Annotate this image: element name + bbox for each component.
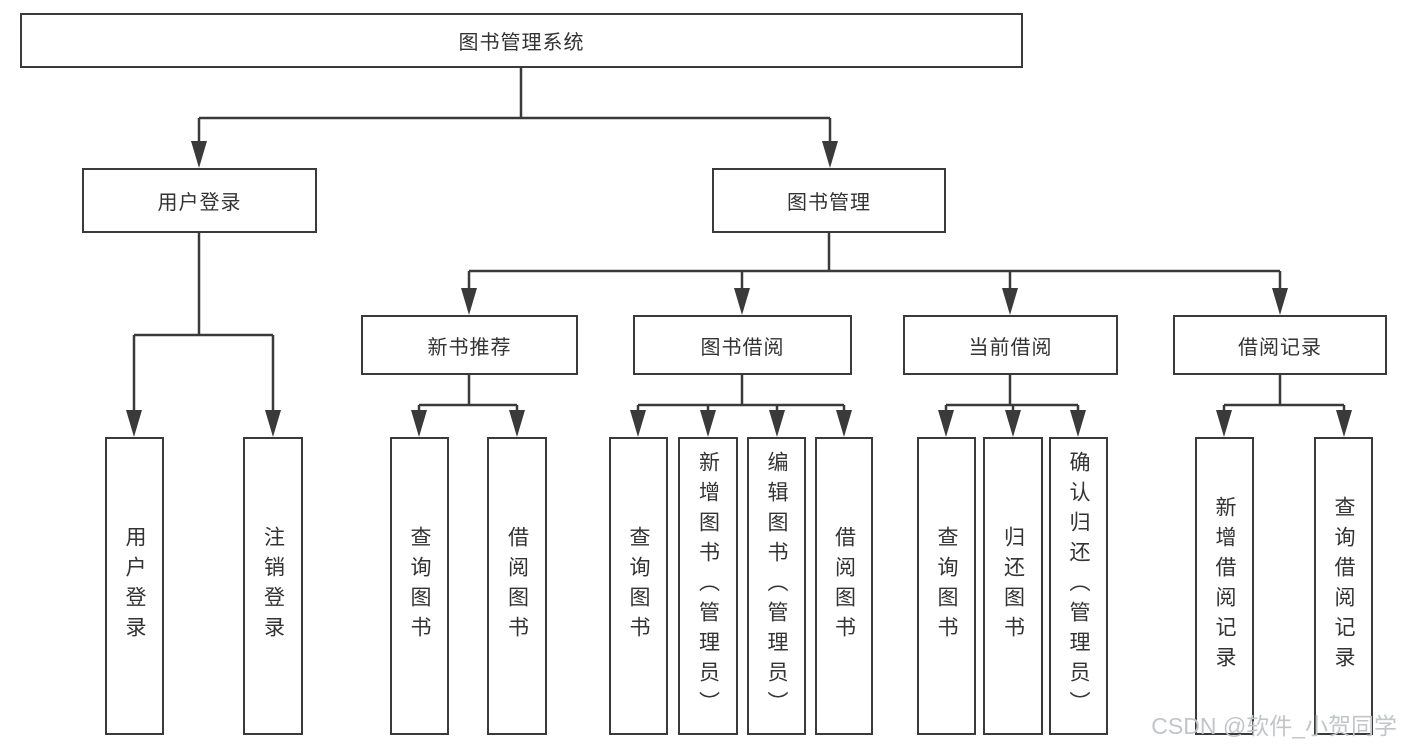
node-book-borrowing: 图书借阅: [633, 315, 852, 375]
node-label: 查询图书: [627, 526, 650, 646]
node-label: 注销登录: [261, 526, 285, 646]
csdn-watermark: CSDN @软件_小贺同学: [1151, 713, 1397, 739]
node-book-management: 图书管理: [712, 168, 946, 233]
node-label: 借阅记录: [1238, 336, 1322, 359]
leaf-user-login: 用户登录: [105, 437, 164, 735]
node-borrowing-records: 借阅记录: [1173, 315, 1387, 375]
leaf-add-borrow-record: 新增借阅记录: [1195, 437, 1254, 735]
connector-current-borrow-to-leaves: [938, 375, 1086, 437]
leaf-borrow-books-recommend: 借阅图书: [487, 437, 547, 735]
node-label: 用户登录: [123, 526, 146, 646]
leaf-edit-book-admin: 编辑图书（管理员）: [747, 437, 806, 735]
leaf-logout: 注销登录: [243, 437, 303, 735]
node-label: 新书推荐: [427, 336, 512, 359]
node-label: 查询图书: [408, 526, 431, 646]
node-label: 图书管理: [787, 192, 871, 214]
node-label: 图书管理系统: [458, 32, 585, 54]
leaf-query-books-recommend: 查询图书: [390, 437, 449, 735]
connector-user-login-to-leaves: [126, 233, 281, 437]
connector-book-borrow-to-leaves: [630, 375, 852, 437]
node-label: 用户登录: [157, 192, 242, 214]
node-label: 新增图书（管理员）: [696, 451, 720, 721]
leaf-add-book-admin: 新增图书（管理员）: [678, 437, 738, 735]
node-current-borrowing: 当前借阅: [903, 315, 1118, 375]
leaf-borrow-books: 借阅图书: [815, 437, 873, 735]
connector-book-management-to-level3: [461, 233, 1288, 315]
node-label: 编辑图书（管理员）: [765, 451, 788, 721]
node-label: 借阅图书: [832, 526, 856, 646]
node-label: 确认归还（管理员）: [1067, 451, 1090, 721]
connector-borrow-records-to-leaves: [1216, 375, 1352, 437]
connector-root-to-level2: [191, 68, 838, 168]
leaf-query-books-borrow: 查询图书: [609, 437, 668, 735]
leaf-confirm-return-admin: 确认归还（管理员）: [1049, 437, 1108, 735]
node-user-login: 用户登录: [82, 168, 317, 233]
leaf-query-borrow-record: 查询借阅记录: [1314, 437, 1373, 735]
node-new-book-recommendation: 新书推荐: [361, 315, 578, 375]
node-label: 借阅图书: [505, 526, 529, 646]
leaf-query-books-current: 查询图书: [917, 437, 976, 735]
leaf-return-books: 归还图书: [983, 437, 1043, 735]
connector-new-book-to-leaves: [411, 375, 525, 437]
node-library-management-system: 图书管理系统: [20, 13, 1023, 68]
node-label: 图书借阅: [700, 336, 785, 359]
node-label: 查询借阅记录: [1332, 496, 1355, 676]
node-label: 查询图书: [935, 526, 958, 646]
node-label: 当前借阅: [968, 336, 1053, 359]
node-label: 归还图书: [1001, 526, 1025, 646]
node-label: 新增借阅记录: [1213, 496, 1236, 676]
